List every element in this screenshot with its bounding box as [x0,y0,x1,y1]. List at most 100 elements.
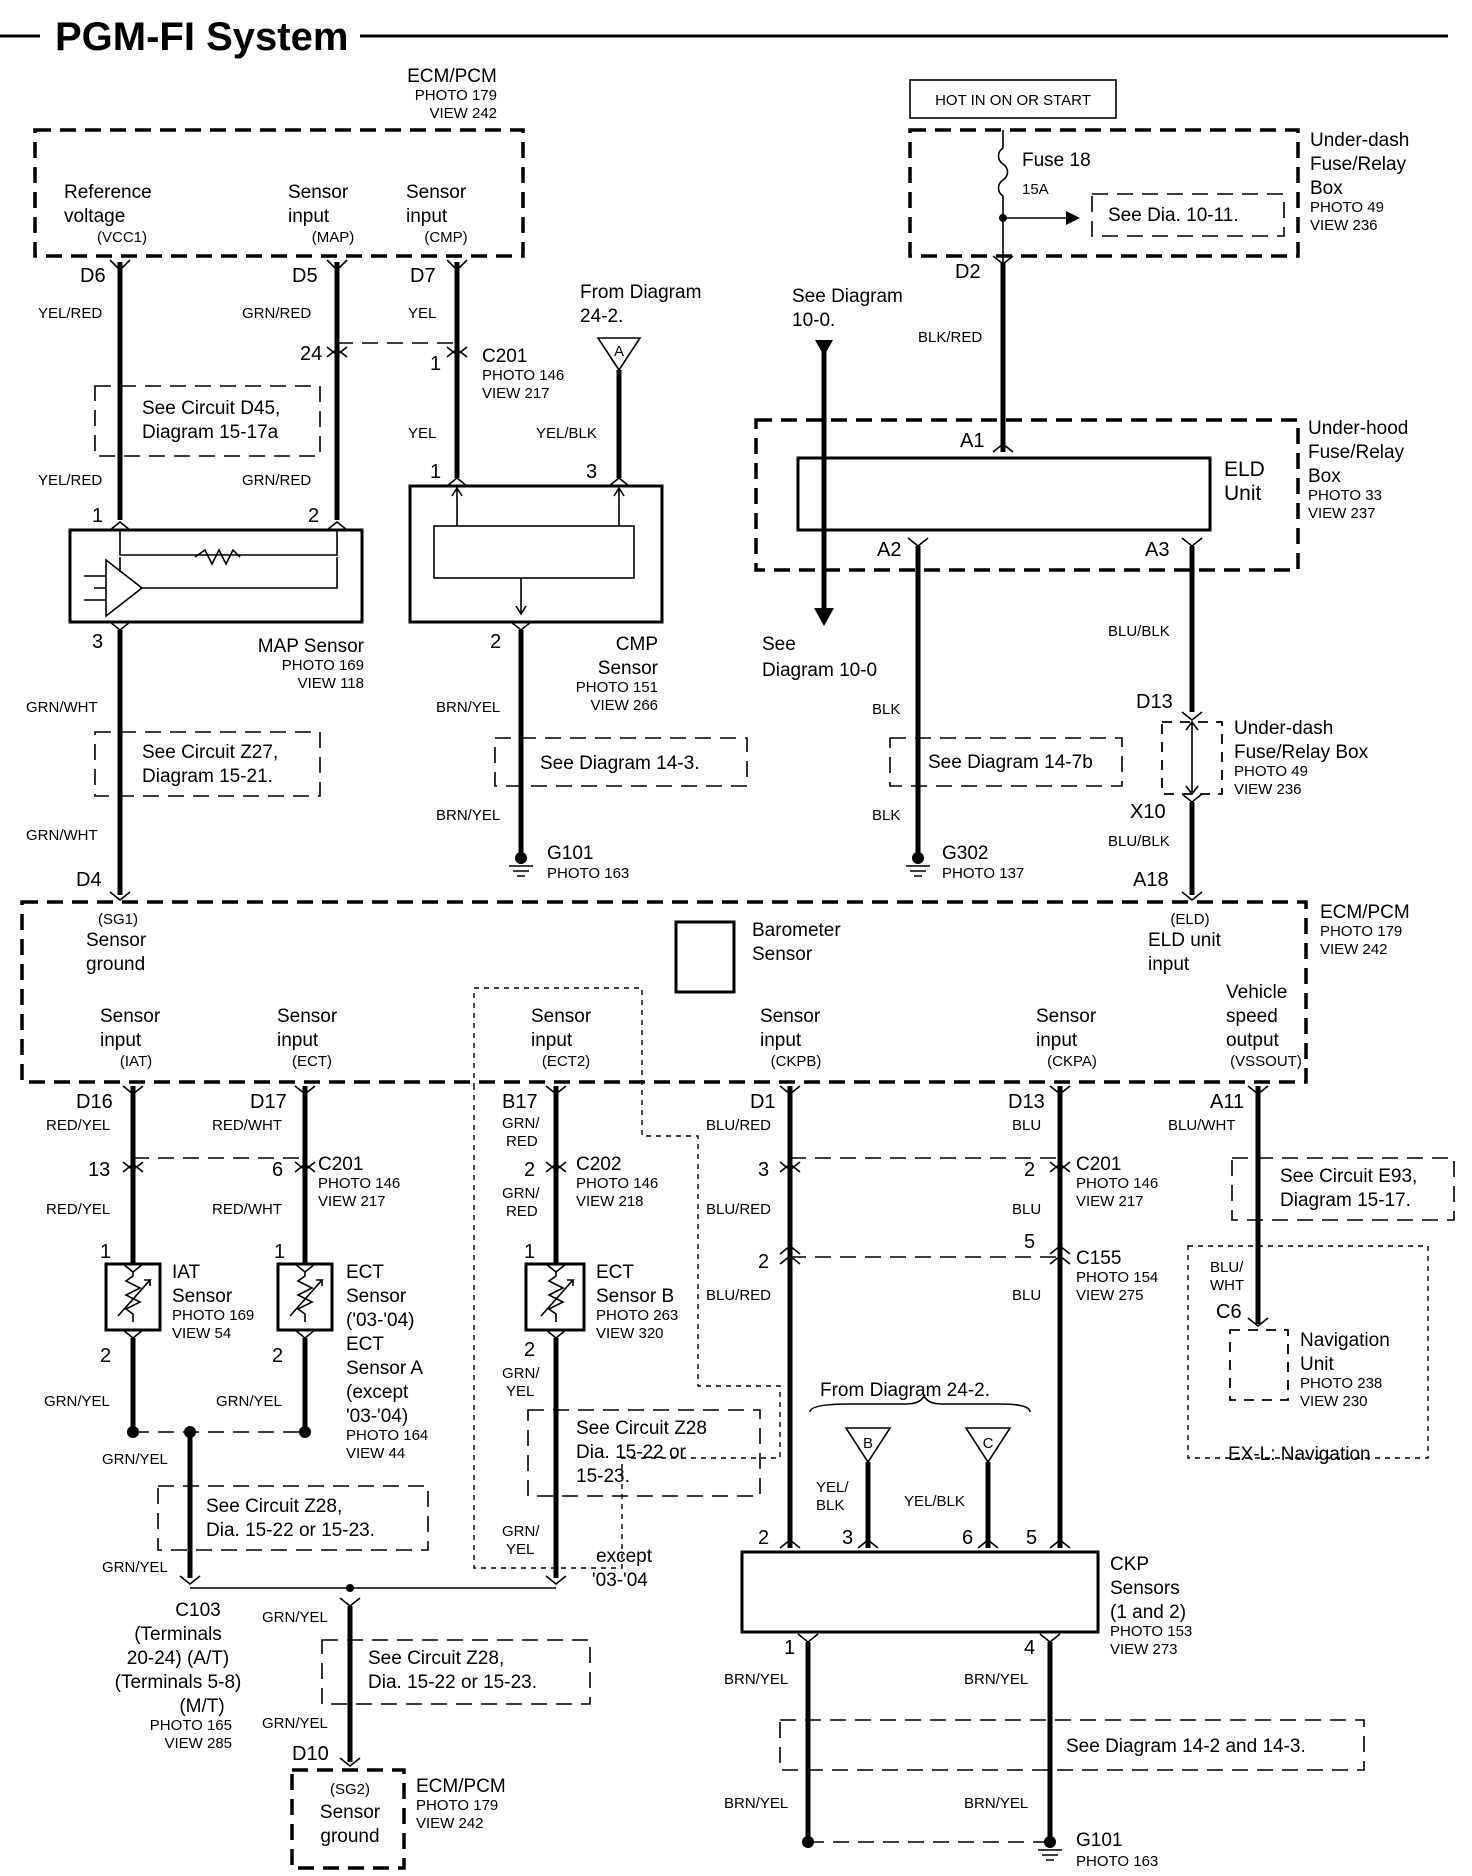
svg-text:B17: B17 [502,1091,538,1113]
off-page-connector-a [596,337,642,372]
svg-text:Diagram 15-17.: Diagram 15-17. [1280,1190,1411,1211]
cmp-label: (CMP) [424,229,467,246]
svg-text:EX-L: Navigation: EX-L: Navigation [1228,1444,1371,1465]
svg-text:BLU: BLU [1012,1117,1041,1134]
g101-bottom-label: G101 [1076,1830,1122,1851]
svg-text:VIEW 54: VIEW 54 [172,1325,231,1342]
svg-text:2: 2 [490,631,501,653]
svg-text:2: 2 [272,1345,283,1367]
svg-text:3: 3 [586,461,597,483]
svg-text:PHOTO 164: PHOTO 164 [346,1427,428,1444]
svg-text:PHOTO 137: PHOTO 137 [942,865,1024,882]
svg-text:BLK: BLK [872,701,900,718]
svg-text:Sensor: Sensor [1036,1006,1097,1027]
svg-text:See Diagram 14-3.: See Diagram 14-3. [540,753,699,774]
svg-text:RED/YEL: RED/YEL [46,1201,110,1218]
svg-text:1: 1 [430,461,441,483]
svg-text:'03-'04): '03-'04) [346,1406,408,1427]
thermistor-icon-ect [289,1272,324,1322]
svg-text:PHOTO 179: PHOTO 179 [1320,923,1402,940]
off-page-connector-b [844,1427,892,1464]
svg-text:RED/WHT: RED/WHT [212,1201,282,1218]
svg-text:VIEW 236: VIEW 236 [1310,217,1378,234]
svg-text:See Circuit Z27,: See Circuit Z27, [142,742,278,763]
svg-text:D10: D10 [292,1743,329,1765]
hot-in-on-or-start-box [909,79,1117,119]
svg-text:BLU/RED: BLU/RED [706,1117,771,1134]
svg-text:D16: D16 [76,1091,113,1113]
svg-text:2: 2 [308,505,319,527]
ground-icon-g302 [906,865,930,877]
svg-text:input: input [531,1030,573,1051]
svg-text:Sensor: Sensor [288,182,349,203]
svg-text:GRN/RED: GRN/RED [242,305,311,322]
amplifier-icon [105,558,144,618]
from-diagram-b-c: From Diagram 24-2. [820,1380,990,1401]
under-dash-fuse-label: Under-dash [1310,130,1409,151]
svg-text:speed: speed [1226,1006,1278,1027]
svg-text:PHOTO 49: PHOTO 49 [1234,763,1308,780]
svg-text:Sensor: Sensor [86,930,147,951]
svg-text:VIEW 44: VIEW 44 [346,1445,405,1462]
svg-text:Fuse/Relay: Fuse/Relay [1308,442,1405,463]
svg-text:input: input [277,1030,319,1051]
svg-text:BRN/YEL: BRN/YEL [964,1795,1028,1812]
thermistor-icon-iat [117,1272,152,1322]
svg-text:VIEW 320: VIEW 320 [596,1325,664,1342]
svg-text:D13: D13 [1008,1091,1045,1113]
svg-text:Diagram 15-21.: Diagram 15-21. [142,766,273,787]
ect-sensor [276,1262,334,1332]
svg-text:4: 4 [1024,1637,1035,1659]
svg-text:Sensor: Sensor [320,1802,381,1823]
svg-text:BLU/BLK: BLU/BLK [1108,623,1170,640]
svg-text:PHOTO 179: PHOTO 179 [416,1797,498,1814]
svg-text:BRN/YEL: BRN/YEL [964,1671,1028,1688]
svg-text:VIEW 217: VIEW 217 [318,1193,386,1210]
svg-text:PHOTO 146: PHOTO 146 [576,1175,658,1192]
svg-text:GRN/YEL: GRN/YEL [102,1451,168,1468]
iat-label: (IAT) [120,1053,152,1070]
svg-text:WHT: WHT [1210,1277,1244,1294]
svg-text:15A: 15A [1022,181,1049,198]
svg-text:CKP: CKP [1110,1554,1149,1575]
svg-text:VIEW 118: VIEW 118 [298,675,364,692]
barometer-sensor [674,920,736,994]
svg-text:BLK/RED: BLK/RED [918,329,982,346]
svg-text:10-0.: 10-0. [792,310,835,331]
svg-text:PHOTO 154: PHOTO 154 [1076,1269,1158,1286]
svg-text:YEL/RED: YEL/RED [38,305,102,322]
svg-text:2: 2 [524,1339,535,1361]
map-sensor [68,528,364,624]
svg-text:See Diagram 14-2 and 14-3.: See Diagram 14-2 and 14-3. [1066,1736,1306,1757]
svg-text:PHOTO 146: PHOTO 146 [318,1175,400,1192]
svg-text:PHOTO 238: PHOTO 238 [1300,1375,1382,1392]
svg-text:PHOTO 163: PHOTO 163 [547,865,629,882]
svg-text:PHOTO 49: PHOTO 49 [1310,199,1384,216]
ect-label: (ECT) [292,1053,332,1070]
svg-text:VIEW 266: VIEW 266 [590,697,658,714]
svg-text:Sensor: Sensor [406,182,467,203]
svg-text:YEL: YEL [408,425,436,442]
svg-text:VIEW 242: VIEW 242 [429,105,497,122]
svg-text:(1 and 2): (1 and 2) [1110,1602,1186,1623]
svg-text:BLU/WHT: BLU/WHT [1168,1117,1236,1134]
svg-text:output: output [1226,1030,1280,1051]
from-diagram-a: From Diagram [580,282,701,303]
svg-text:PHOTO 153: PHOTO 153 [1110,1623,1192,1640]
fuse-18-icon [997,130,1009,262]
ref-voltage-label: Reference [64,182,152,203]
svg-text:13: 13 [88,1159,110,1181]
svg-text:15-23.: 15-23. [576,1466,630,1487]
svg-text:YEL: YEL [408,305,436,322]
svg-text:A1: A1 [960,430,984,452]
c155: C155 [1076,1248,1121,1269]
svg-text:3: 3 [92,631,103,653]
svg-text:Sensor: Sensor [531,1006,592,1027]
svg-text:BLU: BLU [1012,1201,1041,1218]
svg-text:BLK: BLK [816,1497,844,1514]
svg-text:Sensor: Sensor [172,1286,233,1307]
svg-text:5: 5 [1026,1527,1037,1549]
svg-text:1: 1 [274,1241,285,1263]
ecm-pcm-bottom-box [290,1768,406,1870]
svg-text:PHOTO 169: PHOTO 169 [172,1307,254,1324]
